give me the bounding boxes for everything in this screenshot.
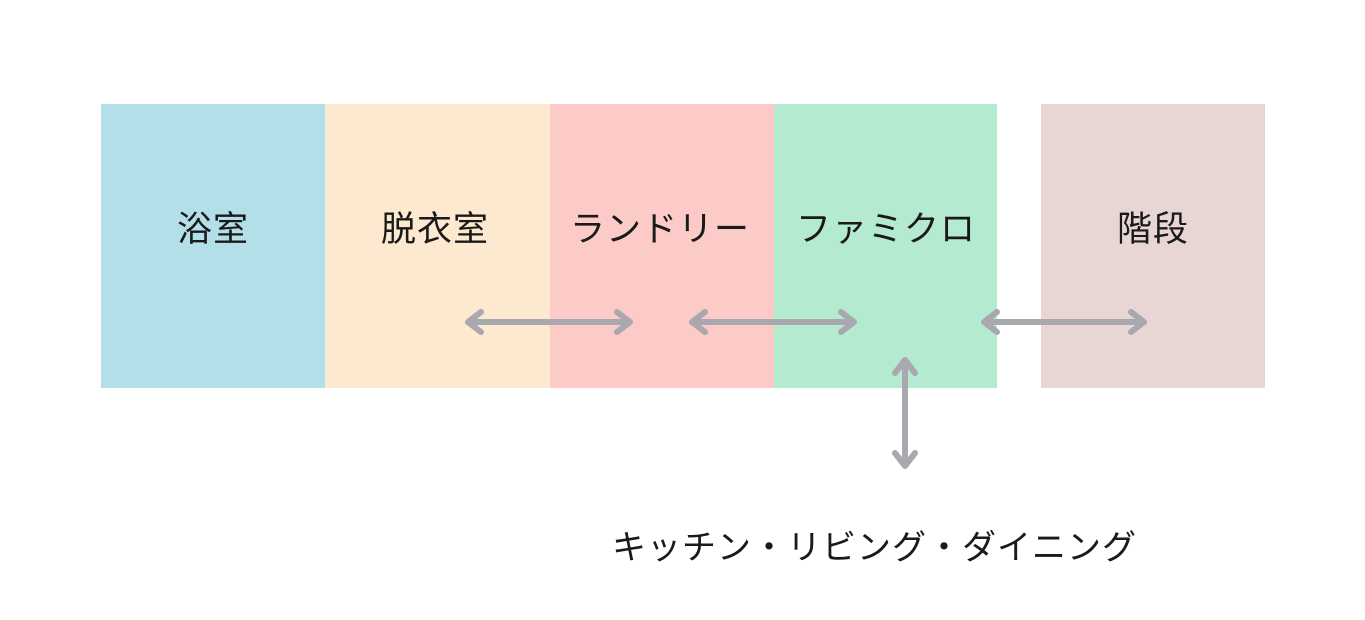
room-laundry: ランドリー xyxy=(550,104,774,388)
room-label-stairs: 階段 xyxy=(1117,210,1190,250)
room-dressing: 脱衣室 xyxy=(325,104,550,388)
room-label-dressing: 脱衣室 xyxy=(381,210,490,250)
room-stairs: 階段 xyxy=(1041,104,1265,388)
room-family-closet: ファミクロ xyxy=(774,104,997,388)
room-label-family-closet: ファミクロ xyxy=(796,210,977,250)
room-bath: 浴室 xyxy=(101,104,325,388)
kitchen-living-dining-label: キッチン・リビング・ダイニング xyxy=(612,528,1137,568)
room-label-bath: 浴室 xyxy=(177,210,250,250)
room-label-laundry: ランドリー xyxy=(570,210,751,250)
